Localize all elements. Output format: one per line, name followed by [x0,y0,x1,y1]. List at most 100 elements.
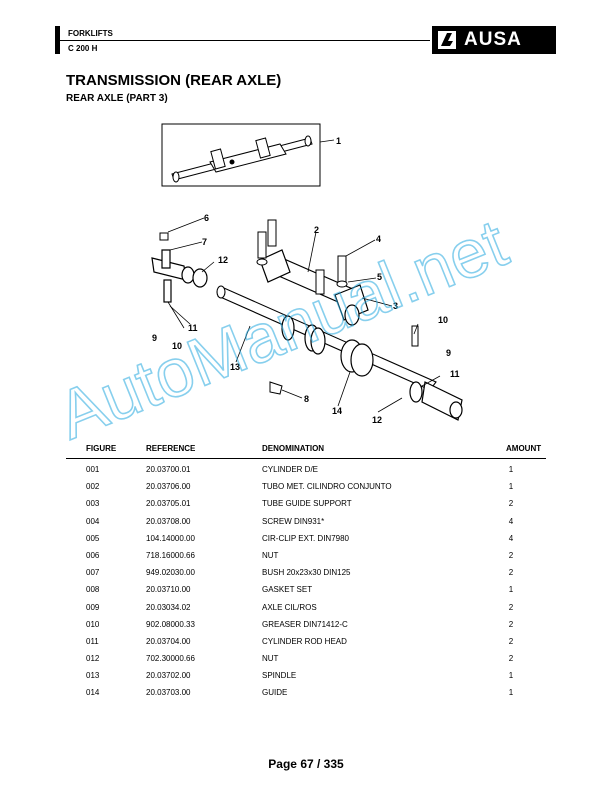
spindle [216,285,437,391]
reference-cell: 20.03704.00 [146,636,191,646]
denomination-cell: GUIDE [262,688,288,698]
table-row: 003 20.03705.01 TUBE GUIDE SUPPORT 2 [66,493,546,510]
callout-1: 1 [336,136,341,146]
denomination-cell: AXLE CIL/ROS [262,602,317,612]
denomination-cell: SPINDLE [262,671,297,681]
amount-cell: 4 [508,533,514,543]
col-figure: FIGURE [86,444,117,453]
reference-cell: 702.30000.66 [146,654,195,664]
col-amount: AMOUNT [506,444,542,453]
ausa-logo-icon [438,31,456,49]
callout-5: 5 [377,272,382,282]
table-row: 001 20.03700.01 CYLINDER D/E 1 [66,459,546,476]
callout-9-right: 9 [446,348,451,358]
figure-cell: 001 [86,465,100,474]
callout-7: 7 [202,237,207,247]
page-title: TRANSMISSION (REAR AXLE) [66,72,282,89]
callout-12-right: 12 [372,415,382,425]
denomination-cell: NUT [262,550,279,560]
col-reference: REFERENCE [146,444,196,453]
reference-cell: 20.03710.00 [146,585,191,595]
table-row: 013 20.03702.00 SPINDLE 1 [66,665,546,682]
reference-cell: 902.08000.33 [146,619,195,629]
figure-cell: 005 [86,533,100,543]
cylinder-tube [259,249,369,326]
callout-10-left: 10 [172,341,182,351]
exploded-diagram: 1 2 3 4 5 6 7 8 9 10 11 12 13 14 10 9 11… [151,123,463,425]
denomination-cell: CYLINDER ROD HEAD [262,636,347,646]
amount-cell: 1 [508,688,514,698]
figure-cell: 002 [86,482,100,492]
inset-cylinder-assembly [171,135,313,183]
denomination-cell: GASKET SET [262,585,313,595]
page-subtitle: REAR AXLE (PART 3) [66,93,168,104]
reference-cell: 20.03708.00 [146,516,191,526]
callout-2: 2 [314,225,319,235]
amount-cell: 2 [508,654,514,664]
inset-frame [161,123,321,187]
figure-cell: 007 [86,568,100,578]
callout-12-left: 12 [218,255,228,265]
callout-14: 14 [332,406,342,416]
reference-cell: 20.03705.01 [146,499,191,509]
parts-table: FIGURE REFERENCE DENOMINATION AMOUNT 001… [66,440,546,700]
amount-cell: 2 [508,568,514,578]
amount-cell: 2 [508,550,514,560]
amount-cell: 1 [508,465,514,474]
gasket-rings [281,315,374,377]
rod-head-left [151,249,208,303]
amount-cell: 1 [508,671,514,681]
callout-8: 8 [304,394,309,404]
reference-cell: 20.03702.00 [146,671,191,681]
rod-head-right [409,381,463,421]
callout-11-left: 11 [188,323,198,333]
header-model: C 200 H [68,44,98,53]
reference-cell: 20.03703.00 [146,688,191,698]
reference-cell: 20.03034.02 [146,602,191,612]
table-row: 010 902.08000.33 GREASER DIN71412-C 2 [66,614,546,631]
amount-cell: 1 [508,482,514,492]
table-row: 008 20.03710.00 GASKET SET 1 [66,579,546,596]
amount-cell: 2 [508,619,514,629]
amount-cell: 2 [508,602,514,612]
table-row: 005 104.14000.00 CIR-CLIP EXT. DIN7980 4 [66,528,546,545]
reference-cell: 104.14000.00 [146,533,195,543]
denomination-cell: CYLINDER D/E [262,465,319,474]
callout-lines [167,139,441,413]
callout-13: 13 [230,362,240,372]
figure-cell: 012 [86,654,100,664]
figure-cell: 010 [86,619,100,629]
amount-cell: 1 [508,585,514,595]
col-denomination: DENOMINATION [262,444,325,453]
amount-cell: 2 [508,636,514,646]
page-number: Page 67 / 335 [268,757,344,771]
header-rule [60,40,430,41]
figure-cell: 008 [86,585,100,595]
ausa-logo: AUSA [432,26,556,54]
denomination-cell: GREASER DIN71412-C [262,619,348,629]
figure-cell: 003 [86,499,100,509]
amount-cell: 4 [508,516,514,526]
table-header: FIGURE REFERENCE DENOMINATION AMOUNT [66,440,546,459]
table-row: 011 20.03704.00 CYLINDER ROD HEAD 2 [66,631,546,648]
reference-cell: 20.03700.01 [146,465,191,474]
denomination-cell: TUBE GUIDE SUPPORT [262,499,352,509]
figure-cell: 006 [86,550,100,560]
callout-3: 3 [393,301,398,311]
denomination-cell: SCREW DIN931* [262,516,325,526]
table-row: 009 20.03034.02 AXLE CIL/ROS 2 [66,597,546,614]
amount-cell: 2 [508,499,514,509]
figure-cell: 011 [86,636,99,646]
denomination-cell: BUSH 20x23x30 DIN125 [262,568,351,578]
denomination-cell: TUBO MET. CILINDRO CONJUNTO [262,482,392,492]
figure-cell: 009 [86,602,100,612]
denomination-cell: CIR-CLIP EXT. DIN7980 [262,533,349,543]
figure-cell: 014 [86,688,100,698]
callout-9-left: 9 [152,333,157,343]
figure-cell: 013 [86,671,100,681]
